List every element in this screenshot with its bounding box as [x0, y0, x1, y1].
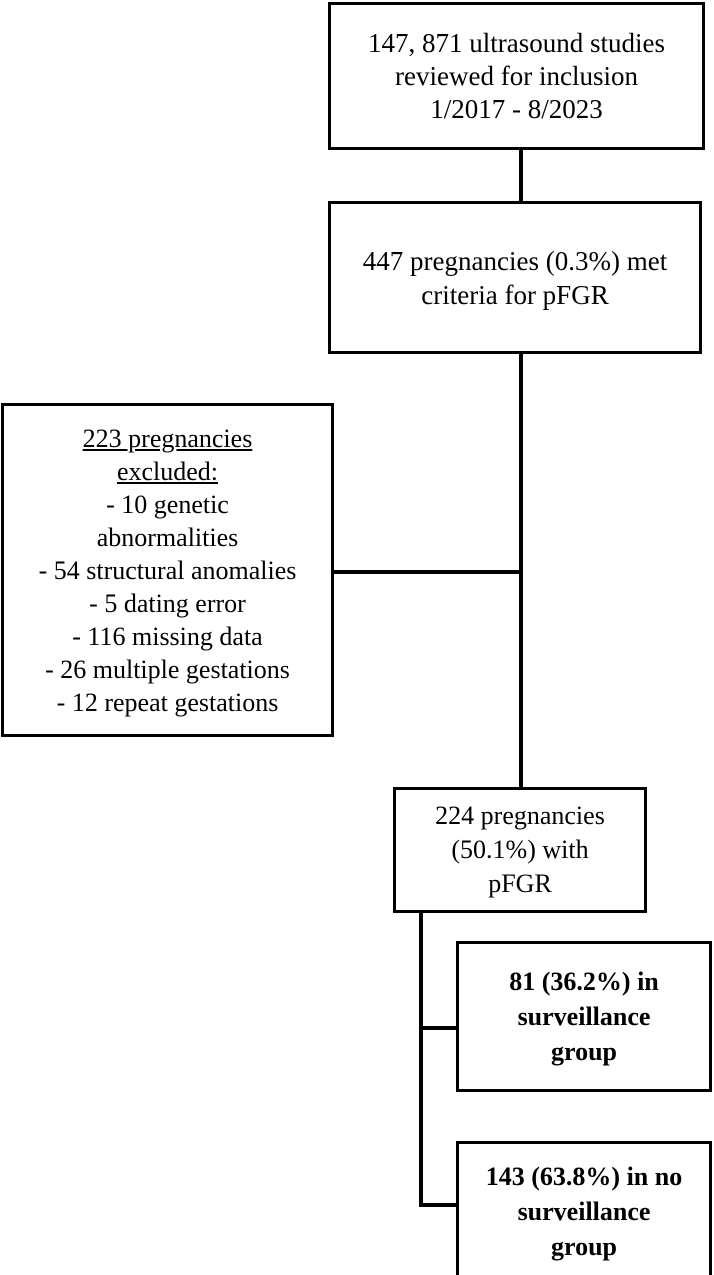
node-pregnancies-met-criteria: 447 pregnancies (0.3%) met criteria for …: [328, 201, 702, 354]
exclusion-reason-line: - 26 multiple gestations: [45, 654, 290, 684]
node-heading-line: excluded:: [116, 456, 219, 486]
node-text-line: surveillance: [517, 1002, 651, 1031]
connector-final-branch-spine: [419, 911, 423, 1207]
node-final-pregnancies-with-pfgr: 224 pregnancies (50.1%) with pFGR: [393, 787, 647, 913]
node-ultrasound-studies-reviewed: 147, 871 ultrasound studies reviewed for…: [328, 2, 705, 150]
connector-excluded-to-trunk: [333, 570, 521, 574]
node-pregnancies-excluded: 223 pregnancies excluded: - 10 genetic a…: [1, 403, 334, 737]
exclusion-reason-line: - 116 missing data: [72, 621, 263, 651]
exclusion-reason-line: abnormalities: [96, 522, 239, 552]
node-text-line: reviewed for inclusion: [395, 60, 638, 91]
node-text-line: group: [551, 1037, 617, 1066]
exclusion-reason-line: - 12 repeat gestations: [56, 687, 279, 717]
node-text-line: 224 pregnancies: [435, 801, 605, 830]
connector-main-trunk: [519, 353, 523, 789]
node-text-line: 447 pregnancies (0.3%) met: [362, 245, 668, 276]
node-text-line: 147, 871 ultrasound studies: [368, 27, 665, 58]
node-text-line: criteria for pFGR: [421, 279, 609, 310]
node-text-line: (50.1%) with: [451, 835, 589, 864]
node-surveillance-group: 81 (36.2%) in surveillance group: [456, 941, 712, 1092]
node-text-block: 147, 871 ultrasound studies reviewed for…: [331, 27, 702, 126]
node-text-line: pFGR: [488, 869, 552, 898]
node-text-block: 81 (36.2%) in surveillance group: [459, 964, 709, 1069]
node-text-line: 143 (63.8%) in no: [485, 1161, 683, 1191]
node-text-block: 223 pregnancies excluded: - 10 genetic a…: [4, 422, 331, 719]
node-no-surveillance-group: 143 (63.8%) in no surveillance group: [456, 1141, 712, 1275]
connector-reviewed-to-met-criteria: [519, 149, 523, 202]
node-text-block: 143 (63.8%) in no surveillance group: [459, 1159, 709, 1264]
node-text-block: 447 pregnancies (0.3%) met criteria for …: [331, 244, 699, 312]
connector-spine-to-surveillance: [419, 1026, 458, 1030]
node-text-line: 81 (36.2%) in: [509, 967, 659, 996]
node-heading-line: 223 pregnancies: [82, 423, 253, 453]
connector-spine-to-no-surveillance: [419, 1203, 458, 1207]
exclusion-reason-line: - 10 genetic: [106, 489, 229, 519]
exclusion-reason-line: - 5 dating error: [89, 588, 246, 618]
exclusion-reason-line: - 54 structural anomalies: [38, 555, 297, 585]
node-text-line: 1/2017 - 8/2023: [430, 93, 603, 124]
node-text-block: 224 pregnancies (50.1%) with pFGR: [396, 799, 644, 901]
node-text-line: surveillance: [517, 1196, 651, 1226]
node-text-line: group: [551, 1231, 617, 1261]
